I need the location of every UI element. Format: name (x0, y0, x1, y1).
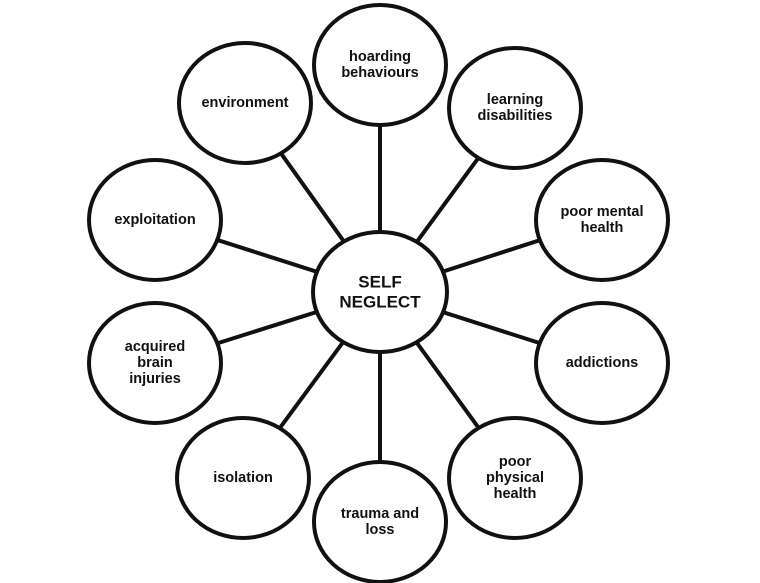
node-ellipse (534, 301, 670, 425)
node-ellipse (175, 416, 311, 540)
node-ellipse (87, 158, 223, 282)
node-exploitation: exploitation (87, 158, 223, 282)
node-ellipse (447, 46, 583, 170)
node-label-line: addictions (566, 355, 639, 371)
node-label-line: environment (201, 95, 288, 111)
node-label-line: learning (487, 92, 543, 108)
node-label-line: disabilities (478, 108, 553, 124)
node-label-line: brain (137, 355, 172, 371)
node-label-line: SELF (358, 273, 401, 292)
node-addictions: addictions (534, 301, 670, 425)
node-ellipse (87, 301, 223, 425)
node-label-line: poor mental (561, 204, 644, 220)
center-ellipse (311, 230, 449, 354)
node-label-line: hoarding (349, 49, 411, 65)
node-label-line: health (581, 220, 624, 236)
node-label-line: poor (499, 454, 532, 470)
node-ellipse (447, 416, 583, 540)
node-label-line: physical (486, 470, 544, 486)
node-ellipse (177, 41, 313, 165)
node-label-line: acquired (125, 339, 185, 355)
node-label-line: exploitation (114, 212, 195, 228)
node-label-line: health (494, 486, 537, 502)
node-label-line: injuries (129, 371, 181, 387)
node-label-line: trauma and (341, 506, 419, 522)
node-environment: environment (177, 41, 313, 165)
outer-nodes: hoardingbehaviourslearningdisabilitiespo… (87, 3, 670, 583)
node-ellipse (534, 158, 670, 282)
node-label-line: behaviours (341, 65, 418, 81)
node-label-line: isolation (213, 470, 273, 486)
node-ellipse (312, 460, 448, 583)
node-label-line: loss (365, 522, 394, 538)
node-ellipse (312, 3, 448, 127)
node-isolation: isolation (175, 416, 311, 540)
node-label-line: NEGLECT (339, 293, 421, 312)
